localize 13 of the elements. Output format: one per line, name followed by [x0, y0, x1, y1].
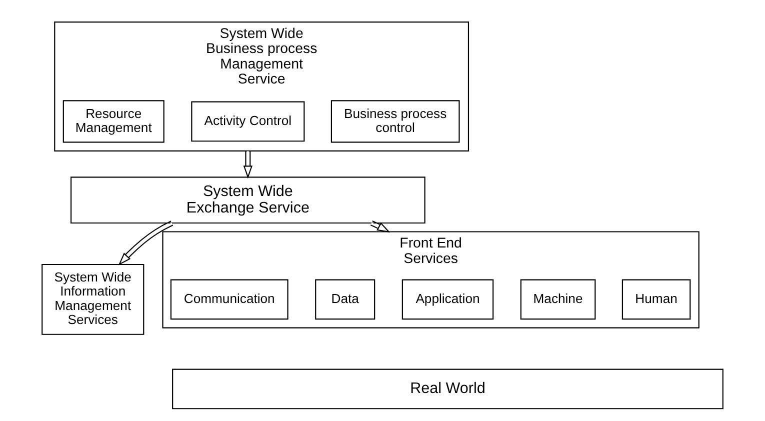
- node-box: Activity Control: [191, 100, 305, 142]
- node-box: Communication: [170, 278, 288, 320]
- arrow: [370, 220, 390, 232]
- node-box: System Wide Information Management Services: [42, 263, 144, 334]
- node-box: Resource Management: [62, 100, 164, 142]
- arrow: [243, 150, 253, 178]
- node-box: Human: [622, 278, 691, 320]
- node-box: Data: [315, 278, 376, 320]
- arrow: [118, 220, 174, 265]
- node-box: Application: [402, 278, 494, 320]
- node-box: Machine: [520, 278, 596, 320]
- node-box: Real World: [172, 368, 724, 409]
- node-box: Business process control: [330, 100, 460, 142]
